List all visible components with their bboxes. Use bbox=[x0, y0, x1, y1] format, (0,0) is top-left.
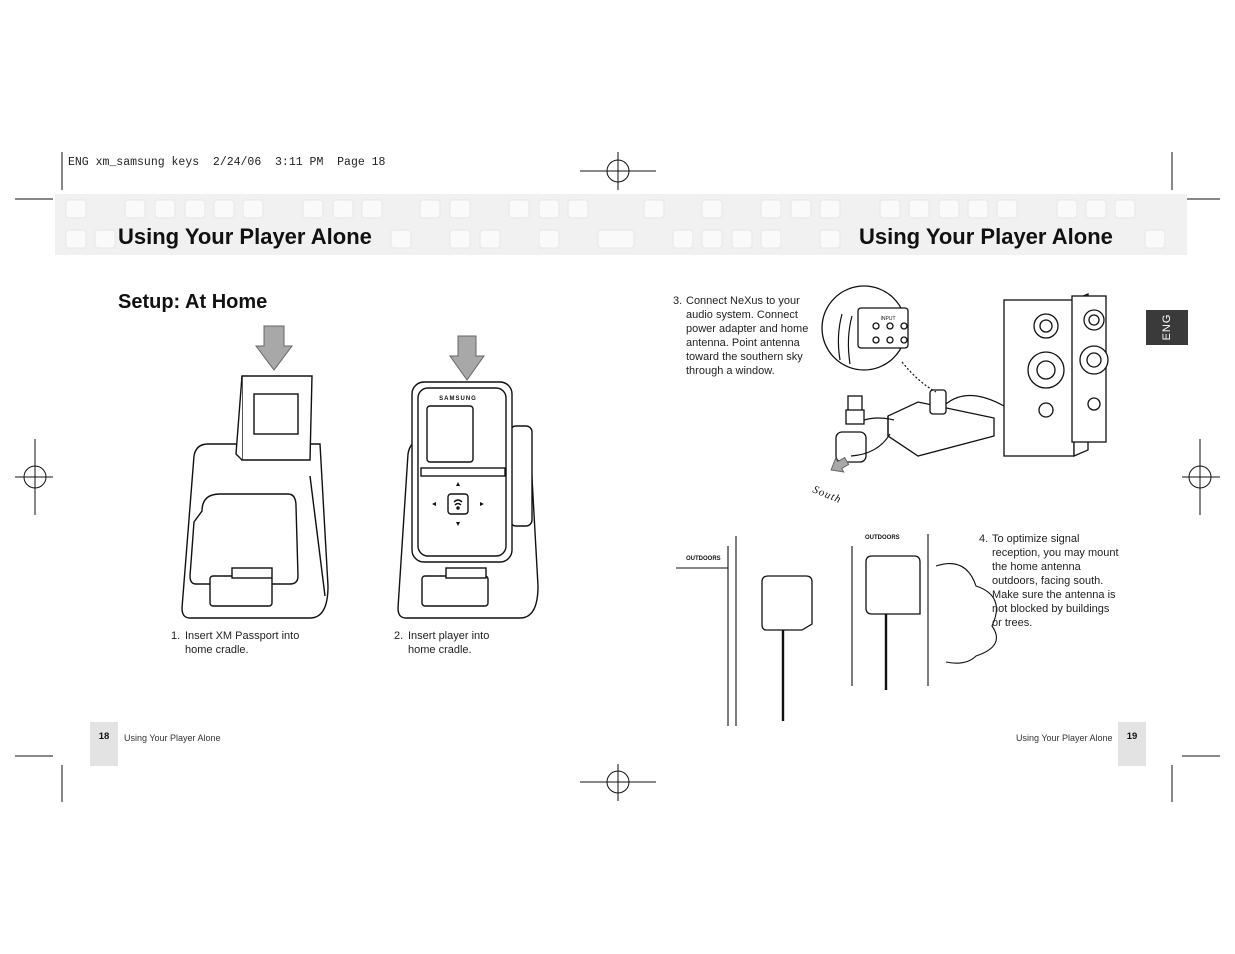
step-2: 2. Insert player into home cradle. bbox=[394, 629, 504, 657]
page-number-right: 19 bbox=[1118, 722, 1146, 766]
page-title-right: Using Your Player Alone bbox=[859, 224, 1113, 249]
outdoors-label-2: OUTDOORS bbox=[865, 535, 900, 541]
language-tab-label: ENG bbox=[1161, 313, 1173, 341]
running-footer-right: Using Your Player Alone bbox=[1016, 733, 1113, 743]
section-heading: Setup: At Home bbox=[118, 291, 268, 313]
step-2-number: 2. bbox=[394, 630, 404, 642]
language-tab: ENG bbox=[1146, 310, 1188, 345]
step-4: 4. To optimize signal reception, you may… bbox=[979, 532, 1121, 630]
cradle-passport-illustration bbox=[181, 325, 329, 619]
step-4-number: 4. bbox=[979, 533, 989, 545]
south-arrow-icon bbox=[830, 456, 850, 473]
outdoor-mount-illustration: OUTDOORS OUTDOORS bbox=[676, 534, 997, 726]
header-pattern bbox=[65, 199, 1166, 249]
input-label: INPUT bbox=[881, 316, 896, 322]
step-3-number: 3. bbox=[673, 295, 683, 307]
audio-system-illustration: INPUT South bbox=[811, 285, 1109, 506]
player-brand-label: SAMSUNG bbox=[439, 396, 477, 402]
step-4-text: To optimize signal reception, you may mo… bbox=[992, 533, 1119, 629]
outdoors-label-1: OUTDOORS bbox=[686, 556, 721, 562]
cradle-player-illustration: SAMSUNG bbox=[397, 335, 539, 619]
step-3-text: Connect NeXus to your audio system. Conn… bbox=[686, 295, 809, 377]
step-3: 3. Connect NeXus to your audio system. C… bbox=[673, 294, 813, 378]
step-2-text: Insert player into home cradle. bbox=[408, 630, 490, 656]
down-arrow-icon bbox=[449, 335, 485, 381]
step-1-text: Insert XM Passport into home cradle. bbox=[185, 630, 300, 656]
page-number-left: 18 bbox=[90, 722, 118, 766]
down-arrow-icon bbox=[255, 325, 293, 371]
page-title-left: Using Your Player Alone bbox=[118, 224, 372, 249]
step-1: 1. Insert XM Passport into home cradle. bbox=[171, 629, 311, 657]
printer-slug: ENG xm_samsung keys 2/24/06 3:11 PM Page… bbox=[68, 156, 386, 169]
step-1-number: 1. bbox=[171, 630, 181, 642]
running-footer-left: Using Your Player Alone bbox=[124, 733, 221, 743]
